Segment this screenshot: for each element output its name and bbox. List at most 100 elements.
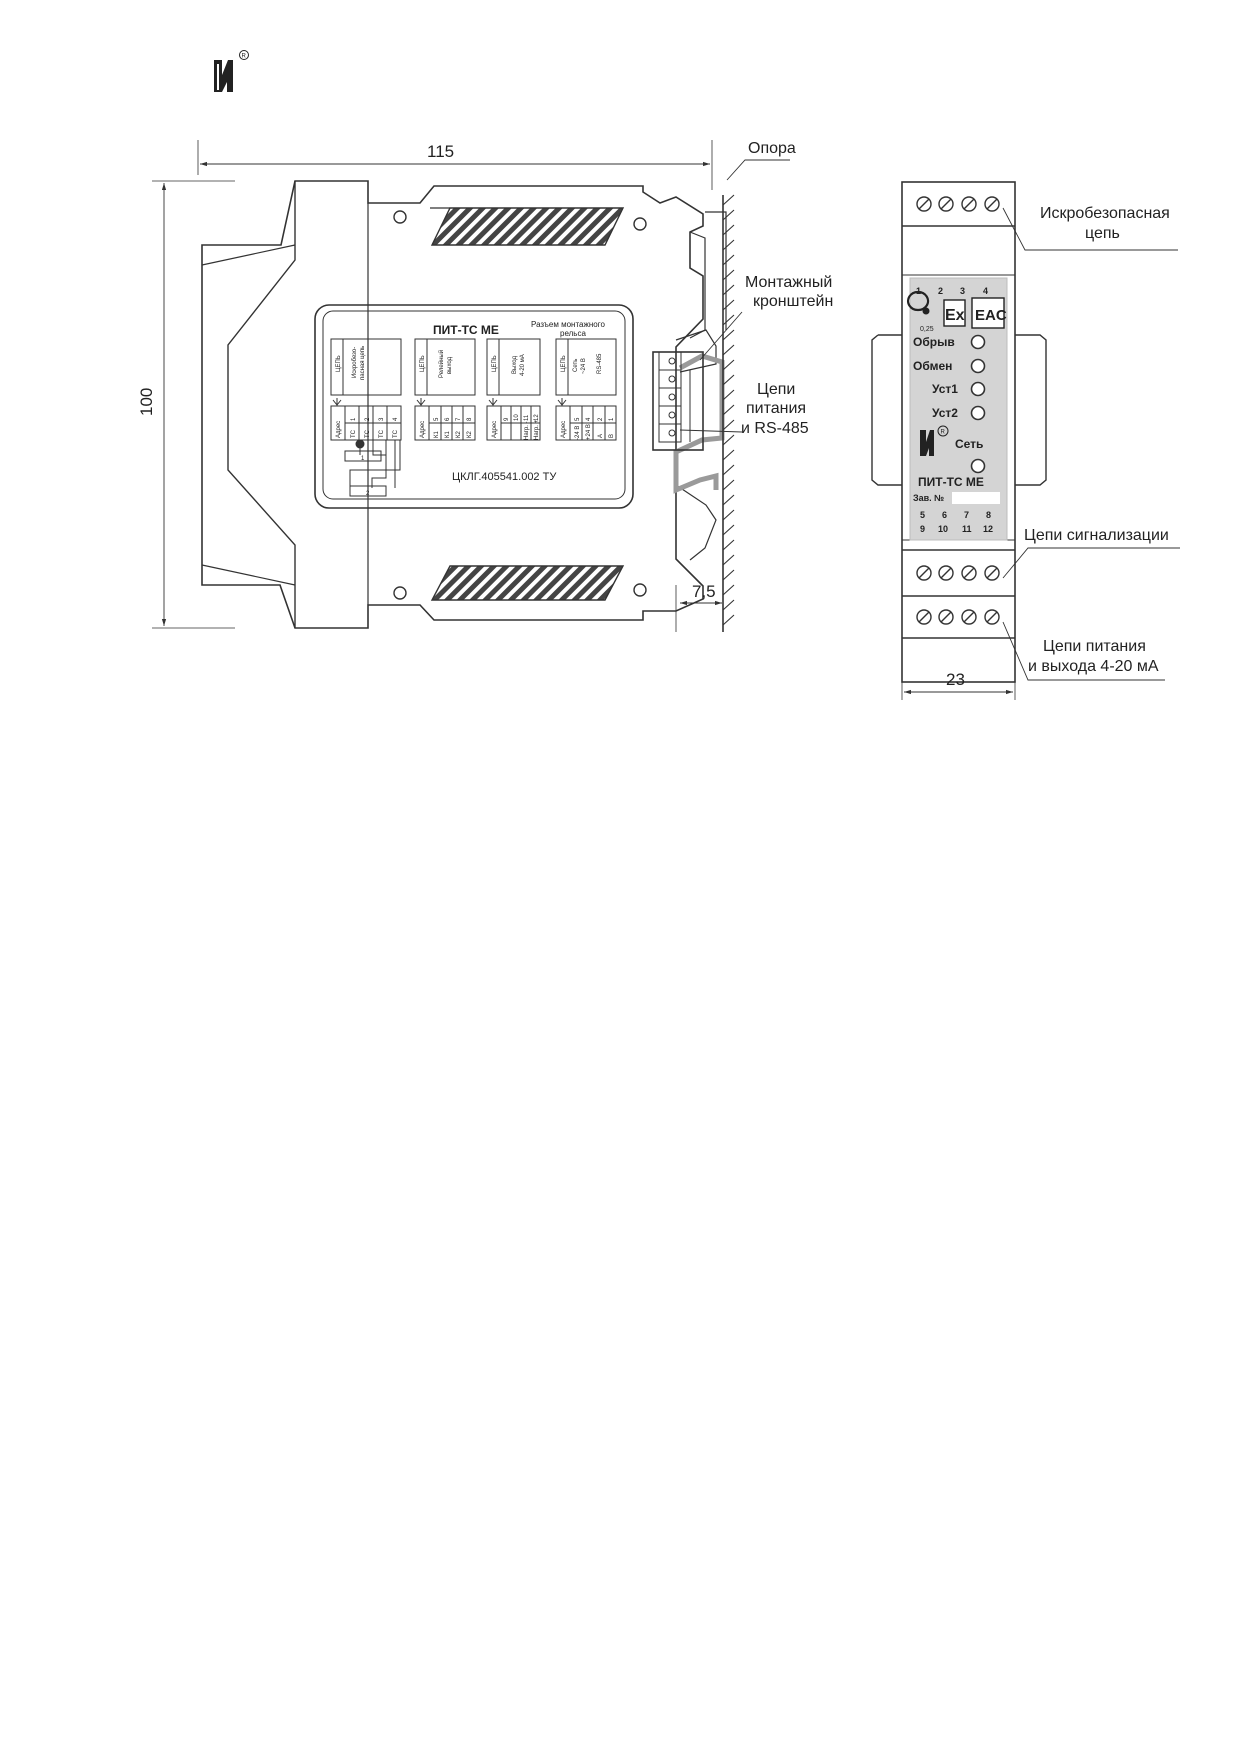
front-model: ПИТ-ТС МЕ — [918, 475, 984, 489]
svg-text:5: 5 — [920, 510, 925, 520]
svg-text:10: 10 — [938, 524, 948, 534]
nameplate — [314, 304, 634, 509]
terminal-row-top — [916, 196, 1000, 212]
label-signal: Цепи сигнализации — [1024, 527, 1169, 544]
svg-text:Выход: Выход — [512, 356, 518, 374]
rail-right — [1015, 334, 1047, 486]
svg-text:4: 4 — [393, 417, 399, 421]
svg-text:ТС: ТС — [351, 429, 357, 438]
company-logo: R — [214, 50, 249, 92]
label-power-2: питания — [746, 400, 806, 417]
svg-text:1: 1 — [351, 417, 357, 421]
label-power-1: Цепи — [757, 381, 795, 398]
front-view — [871, 181, 1180, 700]
svg-text:К1: К1 — [445, 431, 451, 438]
svg-text:ЦЕПЬ: ЦЕПЬ — [336, 355, 342, 372]
led-break-icon — [970, 334, 986, 350]
svg-text:пасная цепь: пасная цепь — [360, 346, 366, 380]
svg-text:7: 7 — [456, 417, 462, 421]
svg-text:Адрес: Адрес — [420, 421, 426, 438]
plate-rail-connector-2: рельса — [560, 329, 586, 338]
svg-text:4: 4 — [983, 286, 988, 296]
label-output-1: Цепи питания — [1043, 638, 1146, 655]
front-panel-marks: Ex EAC 0,25 1 2 3 4 Обрыв Обмен Уст1 Уст… — [906, 286, 1007, 534]
led-label-set1: Уст1 — [932, 382, 958, 396]
svg-text:2: 2 — [366, 491, 370, 497]
label-bracket-2: кронштейн — [753, 293, 833, 310]
svg-text:1: 1 — [916, 286, 921, 296]
vent-top — [430, 207, 625, 246]
svg-text:4: 4 — [586, 417, 592, 421]
plate-schematic — [330, 338, 617, 497]
svg-text:ЦЕПЬ: ЦЕПЬ — [561, 355, 567, 372]
svg-text:8: 8 — [467, 417, 473, 421]
terminal-row-middle — [916, 565, 1000, 581]
svg-text:4-20 мА: 4-20 мА — [520, 354, 526, 376]
svg-text:ТС: ТС — [393, 429, 399, 438]
dimension-rail-label: 7,5 — [692, 582, 716, 601]
svg-text:R: R — [242, 54, 247, 60]
led-exchange-icon — [970, 358, 986, 374]
svg-text:11: 11 — [524, 414, 530, 421]
svg-text:8: 8 — [986, 510, 991, 520]
label-output-2: и выхода 4-20 мА — [1028, 658, 1159, 675]
led-set2-icon — [970, 405, 986, 421]
rail-left — [871, 334, 902, 486]
eac-mark: EAC — [975, 307, 1007, 324]
svg-text:К2: К2 — [456, 431, 462, 438]
din-rail — [673, 353, 725, 494]
plate-title: ПИТ-ТС МЕ — [433, 323, 499, 337]
serial-label: Зав. № — [913, 493, 944, 503]
svg-text:12: 12 — [983, 524, 993, 534]
svg-text:6: 6 — [942, 510, 947, 520]
plate-rail-connector-1: Разъем монтажного — [531, 320, 605, 329]
svg-text:7: 7 — [964, 510, 969, 520]
svg-text:9: 9 — [920, 524, 925, 534]
dimension-width-label: 115 — [427, 142, 454, 161]
svg-text:1: 1 — [361, 456, 365, 462]
svg-text:Адрес: Адрес — [492, 421, 498, 438]
dimension-front-label: 23 — [946, 670, 965, 689]
svg-text:ТС: ТС — [365, 429, 371, 438]
svg-text:выход: выход — [447, 356, 453, 374]
label-intrinsic-1: Искробезопасная — [1040, 205, 1170, 222]
label-bracket-1: Монтажный — [745, 274, 832, 291]
svg-text:3: 3 — [960, 286, 965, 296]
dimension-height-label: 100 — [137, 388, 156, 416]
side-view-labels: 115 100 7,5 Опора Монтажный кронштейн Це… — [137, 140, 833, 601]
svg-text:Сеть: Сеть — [573, 359, 579, 372]
svg-text:К1: К1 — [434, 431, 440, 438]
plate-designation: ЦКЛГ.405541.002 ТУ — [452, 471, 557, 483]
svg-text:-24 В: -24 В — [575, 426, 581, 440]
logo-glyph-icon — [214, 60, 233, 92]
rail-connector — [652, 351, 704, 451]
svg-text:3: 3 — [379, 417, 385, 421]
front-view-labels: Искробезопасная цепь Цепи сигнализации Ц… — [946, 205, 1170, 689]
svg-text:Нагр. -: Нагр. - — [524, 421, 530, 440]
label-support: Опора — [748, 140, 796, 157]
svg-text:ЦЕПЬ: ЦЕПЬ — [420, 355, 426, 372]
label-power-3: и RS-485 — [741, 420, 809, 437]
svg-text:ТС: ТС — [379, 429, 385, 438]
svg-text:Адрес: Адрес — [561, 421, 567, 438]
svg-text:R: R — [941, 430, 946, 436]
svg-text:~24 В: ~24 В — [581, 358, 587, 374]
side-view — [152, 140, 790, 632]
svg-text:6: 6 — [445, 417, 451, 421]
network-label: Сеть — [955, 437, 983, 451]
svg-text:Релейный: Релейный — [438, 350, 445, 378]
svg-text:2: 2 — [598, 417, 604, 421]
svg-text:5: 5 — [434, 417, 440, 421]
weight-mark: 0,25 — [920, 326, 934, 333]
svg-text:2: 2 — [365, 417, 371, 421]
svg-text:11: 11 — [962, 524, 972, 534]
housing-outline — [201, 180, 704, 629]
svg-text:RS-485: RS-485 — [597, 353, 603, 374]
svg-text:ЦЕПЬ: ЦЕПЬ — [492, 355, 498, 372]
svg-text:12: 12 — [534, 414, 540, 421]
svg-text:Искробезо-: Искробезо- — [352, 347, 358, 378]
led-network-icon — [970, 458, 986, 474]
led-label-break: Обрыв — [913, 335, 955, 349]
svg-text:5: 5 — [575, 417, 581, 421]
